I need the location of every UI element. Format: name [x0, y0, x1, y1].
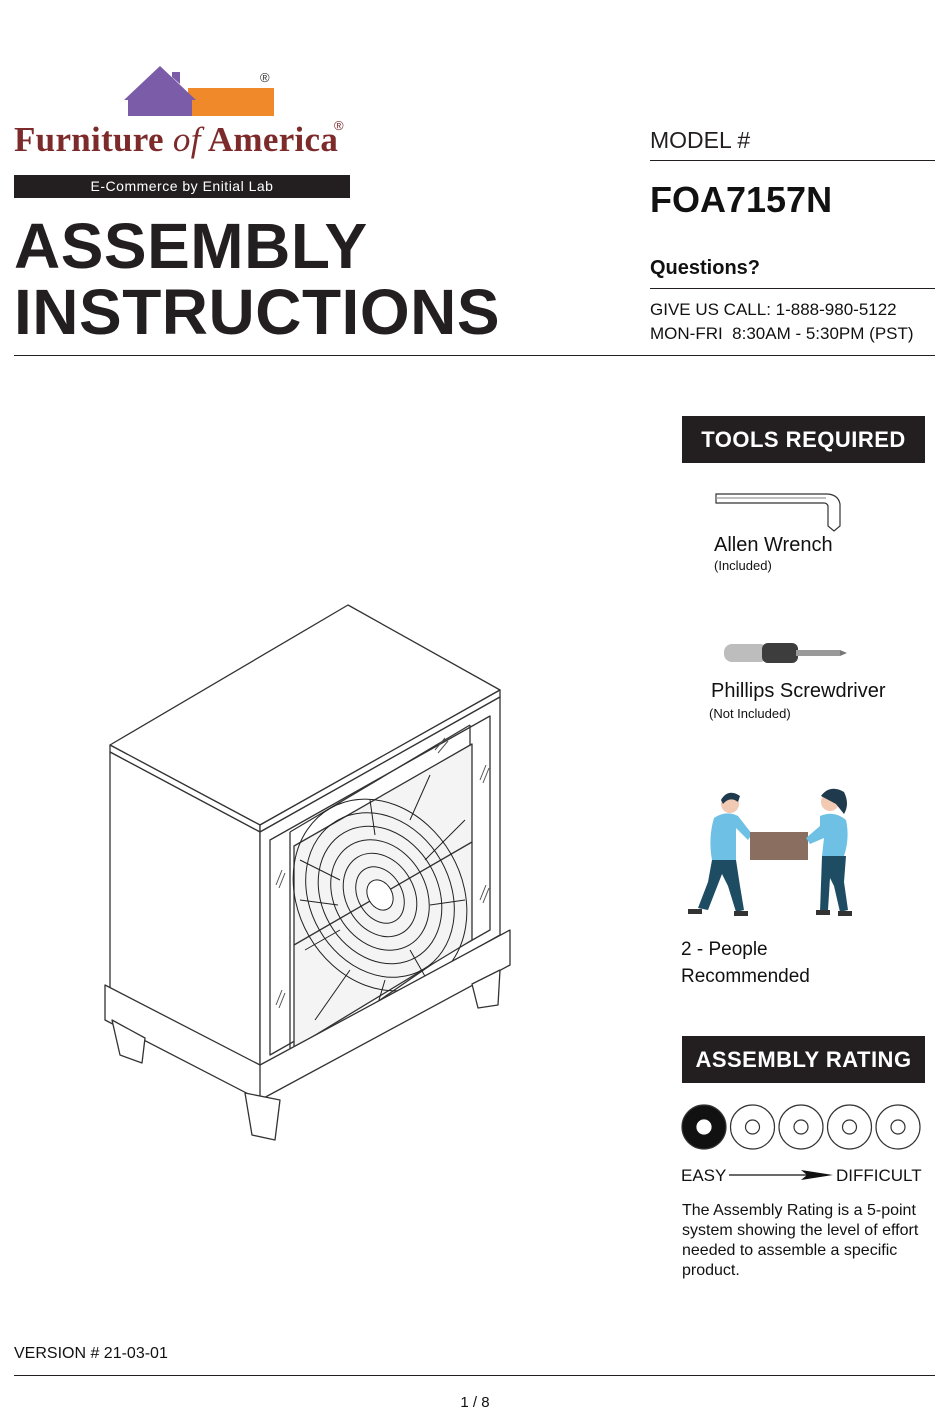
- phillips-screwdriver-label: Phillips Screwdriver: [711, 680, 886, 702]
- model-number: FOA7157N: [650, 179, 833, 220]
- title-line1: ASSEMBLY: [14, 210, 368, 282]
- rating-circle-5: [875, 1104, 921, 1150]
- questions-heading: Questions?: [650, 257, 761, 279]
- rating-circle-1: [681, 1104, 727, 1150]
- allen-wrench-note: (Included): [714, 558, 772, 573]
- divider: [650, 288, 935, 289]
- rating-description: The Assembly Rating is a 5-point system …: [682, 1202, 919, 1279]
- people-recommendation-line1: 2 - People: [681, 939, 768, 960]
- arrow-right-icon: [729, 1170, 833, 1180]
- allen-wrench-icon: [715, 493, 841, 532]
- brand-registered-mark: ®: [334, 118, 344, 133]
- two-people-carrying-icon: [688, 788, 852, 916]
- tools-required-banner: TOOLS REQUIRED: [682, 416, 925, 463]
- phillips-screwdriver-icon: [724, 643, 847, 663]
- phillips-screwdriver-note: (Not Included): [709, 706, 791, 721]
- rating-circle-4: [826, 1104, 873, 1150]
- brand-name: Furniture of America: [14, 120, 339, 159]
- rating-circle-2: [729, 1104, 776, 1150]
- model-label: MODEL #: [650, 127, 751, 153]
- rating-circle-3: [778, 1104, 824, 1150]
- rating-difficult-label: DIFFICULT: [836, 1166, 922, 1185]
- title-line2: INSTRUCTIONS: [14, 276, 500, 348]
- rating-easy-label: EASY: [681, 1166, 727, 1185]
- version-number: VERSION # 21-03-01: [14, 1345, 168, 1362]
- header-divider: [14, 355, 935, 356]
- assembly-rating-banner: ASSEMBLY RATING: [682, 1036, 925, 1083]
- assembly-rating-scale: [681, 1104, 921, 1150]
- contact-phone: GIVE US CALL: 1-888-980-5122: [650, 300, 897, 319]
- allen-wrench-label: Allen Wrench: [714, 534, 833, 556]
- logo-registered-mark: ®: [260, 70, 270, 85]
- divider: [650, 160, 935, 161]
- page-number: 1 / 8: [460, 1394, 490, 1411]
- contact-hours: MON-FRI 8:30AM - 5:30PM (PST): [650, 324, 914, 343]
- people-recommendation-line2: Recommended: [681, 966, 810, 987]
- house-logo-icon: [124, 66, 274, 116]
- footer-divider: [14, 1375, 935, 1376]
- nightstand-drawing: [104, 604, 511, 1141]
- brand-tagline: E-Commerce by Enitial Lab: [14, 175, 350, 198]
